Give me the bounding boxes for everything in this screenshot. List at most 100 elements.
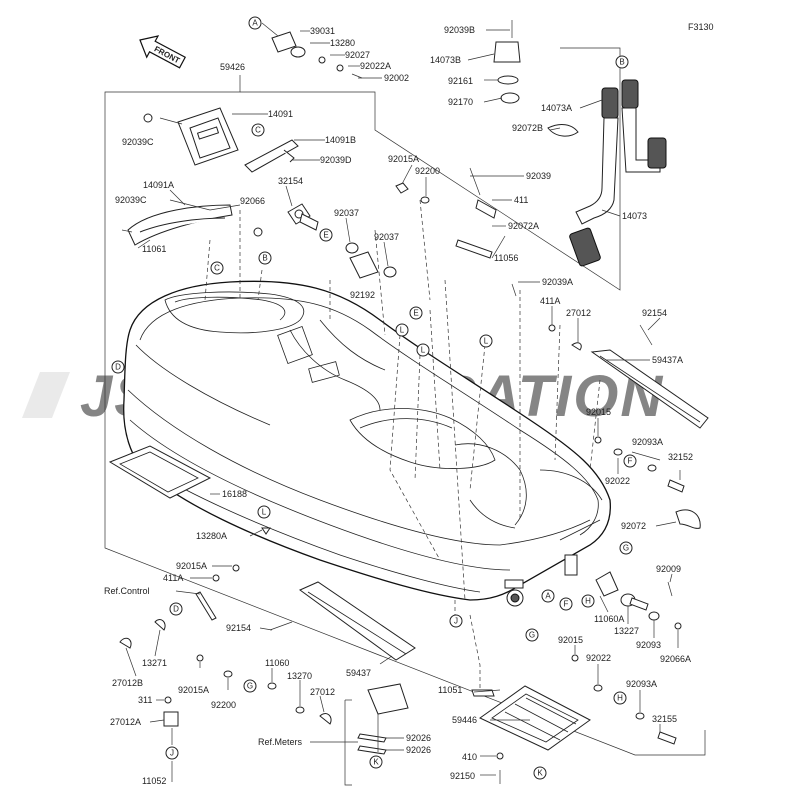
label-92015-right: 92015 <box>586 407 611 417</box>
callout-L-1: L <box>395 323 409 337</box>
hull-body <box>123 280 611 607</box>
label-11060A: 11060A <box>594 614 624 624</box>
ref-meters-label: Ref.Meters <box>258 737 303 747</box>
gasket-11060A <box>595 571 619 597</box>
vent-cap-14073B <box>493 41 521 63</box>
callout-D-left-bottom: D <box>169 602 183 616</box>
svg-text:L: L <box>400 326 405 335</box>
label-59437: 59437 <box>346 668 371 678</box>
label-411A-left: 411A <box>163 573 183 583</box>
label-14073A: 14073A <box>541 103 572 113</box>
svg-text:G: G <box>529 631 535 640</box>
svg-text:E: E <box>323 231 328 240</box>
svg-text:B: B <box>619 58 624 67</box>
label-92093A-bottom: 92093A <box>626 679 657 689</box>
label-32152: 32152 <box>668 452 693 462</box>
label-14073: 14073 <box>622 211 647 221</box>
label-92154-top: 92154 <box>642 308 667 318</box>
callout-E-mid: E <box>409 306 423 320</box>
label-92066A: 92066A <box>660 654 691 664</box>
washer-92093A-right <box>647 464 657 472</box>
page-code: F3130 <box>688 22 714 32</box>
bolt-92039A <box>511 283 517 297</box>
svg-text:F: F <box>628 457 633 466</box>
nut-92015-bottom <box>571 654 579 662</box>
label-92200-bottom: 92200 <box>211 700 236 710</box>
label-16188: 16188 <box>222 489 247 499</box>
nut-92015A-left <box>232 564 240 572</box>
label-92093A-right: 92093A <box>632 437 663 447</box>
callout-J-left-bottom: J <box>165 746 179 760</box>
plug-92066 <box>253 227 263 237</box>
bolt-92154-top <box>639 324 653 346</box>
callout-B-mid: B <box>258 251 272 265</box>
label-92072: 92072 <box>621 521 646 531</box>
plug-92066A <box>674 622 682 630</box>
lever-ref-control <box>195 591 217 621</box>
label-92039A: 92039A <box>542 277 573 287</box>
callout-L-2: L <box>416 343 430 357</box>
washer-410 <box>496 752 504 760</box>
svg-text:J: J <box>454 617 458 626</box>
clamp-92037-a <box>345 242 359 254</box>
callout-H-right-bottom: H <box>613 691 627 705</box>
label-59437A: 59437A <box>652 355 683 365</box>
fitting-13227 <box>620 593 649 611</box>
label-92200-top: 92200 <box>415 166 440 176</box>
svg-text:D: D <box>173 605 179 614</box>
nut-92015A-bottom <box>196 654 204 662</box>
clip-92072A <box>455 239 493 259</box>
bolt-92154-left <box>269 621 293 631</box>
label-411: 411 <box>514 195 528 205</box>
washer-92022-bottom <box>593 684 603 692</box>
bracket-411 <box>475 199 497 219</box>
callout-G-left-bottom: G <box>243 679 257 693</box>
label-410: 410 <box>462 752 477 762</box>
svg-text:K: K <box>373 758 379 767</box>
svg-text:A: A <box>545 592 551 601</box>
clip-27012-top <box>571 342 582 351</box>
svg-text:A: A <box>252 19 258 28</box>
label-92015A-bottom: 92015A <box>178 685 209 695</box>
label-311: 311 <box>138 695 152 705</box>
label-92039: 92039 <box>526 171 551 181</box>
callout-G-right: G <box>619 541 633 555</box>
label-14073B: 14073B <box>430 55 461 65</box>
dashed-leaders <box>204 199 601 690</box>
nut-92015A-top <box>395 182 409 194</box>
label-13227: 13227 <box>614 626 639 636</box>
label-59426: 59426 <box>220 62 245 72</box>
ring-92161 <box>497 75 519 85</box>
washer-92200-bottom <box>223 670 233 678</box>
callout-F-right: F <box>623 454 637 468</box>
nut-92015-right <box>594 436 602 444</box>
label-92015A-top: 92015A <box>388 154 419 164</box>
clip-27012B <box>119 637 132 649</box>
tie-92072B <box>547 124 579 137</box>
label-11061: 11061 <box>142 244 166 254</box>
svg-text:G: G <box>623 544 629 553</box>
svg-text:H: H <box>617 694 623 703</box>
leader-lines <box>125 22 681 776</box>
label-92039B: 92039B <box>444 25 475 35</box>
label-92039C-a: 92039C <box>122 137 154 147</box>
callout-K-grate: K <box>533 766 547 780</box>
label-92170: 92170 <box>448 97 473 107</box>
band-92072 <box>675 509 701 529</box>
label-92022-bottom: 92022 <box>586 653 611 663</box>
label-14091A: 14091A <box>143 180 174 190</box>
callout-L-4: L <box>257 505 271 519</box>
label-59446: 59446 <box>452 715 477 725</box>
fitting-32154 <box>287 203 319 231</box>
washer-411A-left <box>212 574 220 582</box>
clamp-92037-b <box>383 266 397 278</box>
svg-text:B: B <box>262 254 267 263</box>
label-27012B: 27012B <box>112 678 143 688</box>
label-92009: 92009 <box>656 564 681 574</box>
strip-92026-b <box>357 745 387 755</box>
duct-14073 <box>569 107 667 267</box>
svg-text:J: J <box>170 749 174 758</box>
label-92015-bottom: 92015 <box>558 635 583 645</box>
label-11056: 11056 <box>494 253 518 263</box>
label-92039D: 92039D <box>320 155 352 165</box>
